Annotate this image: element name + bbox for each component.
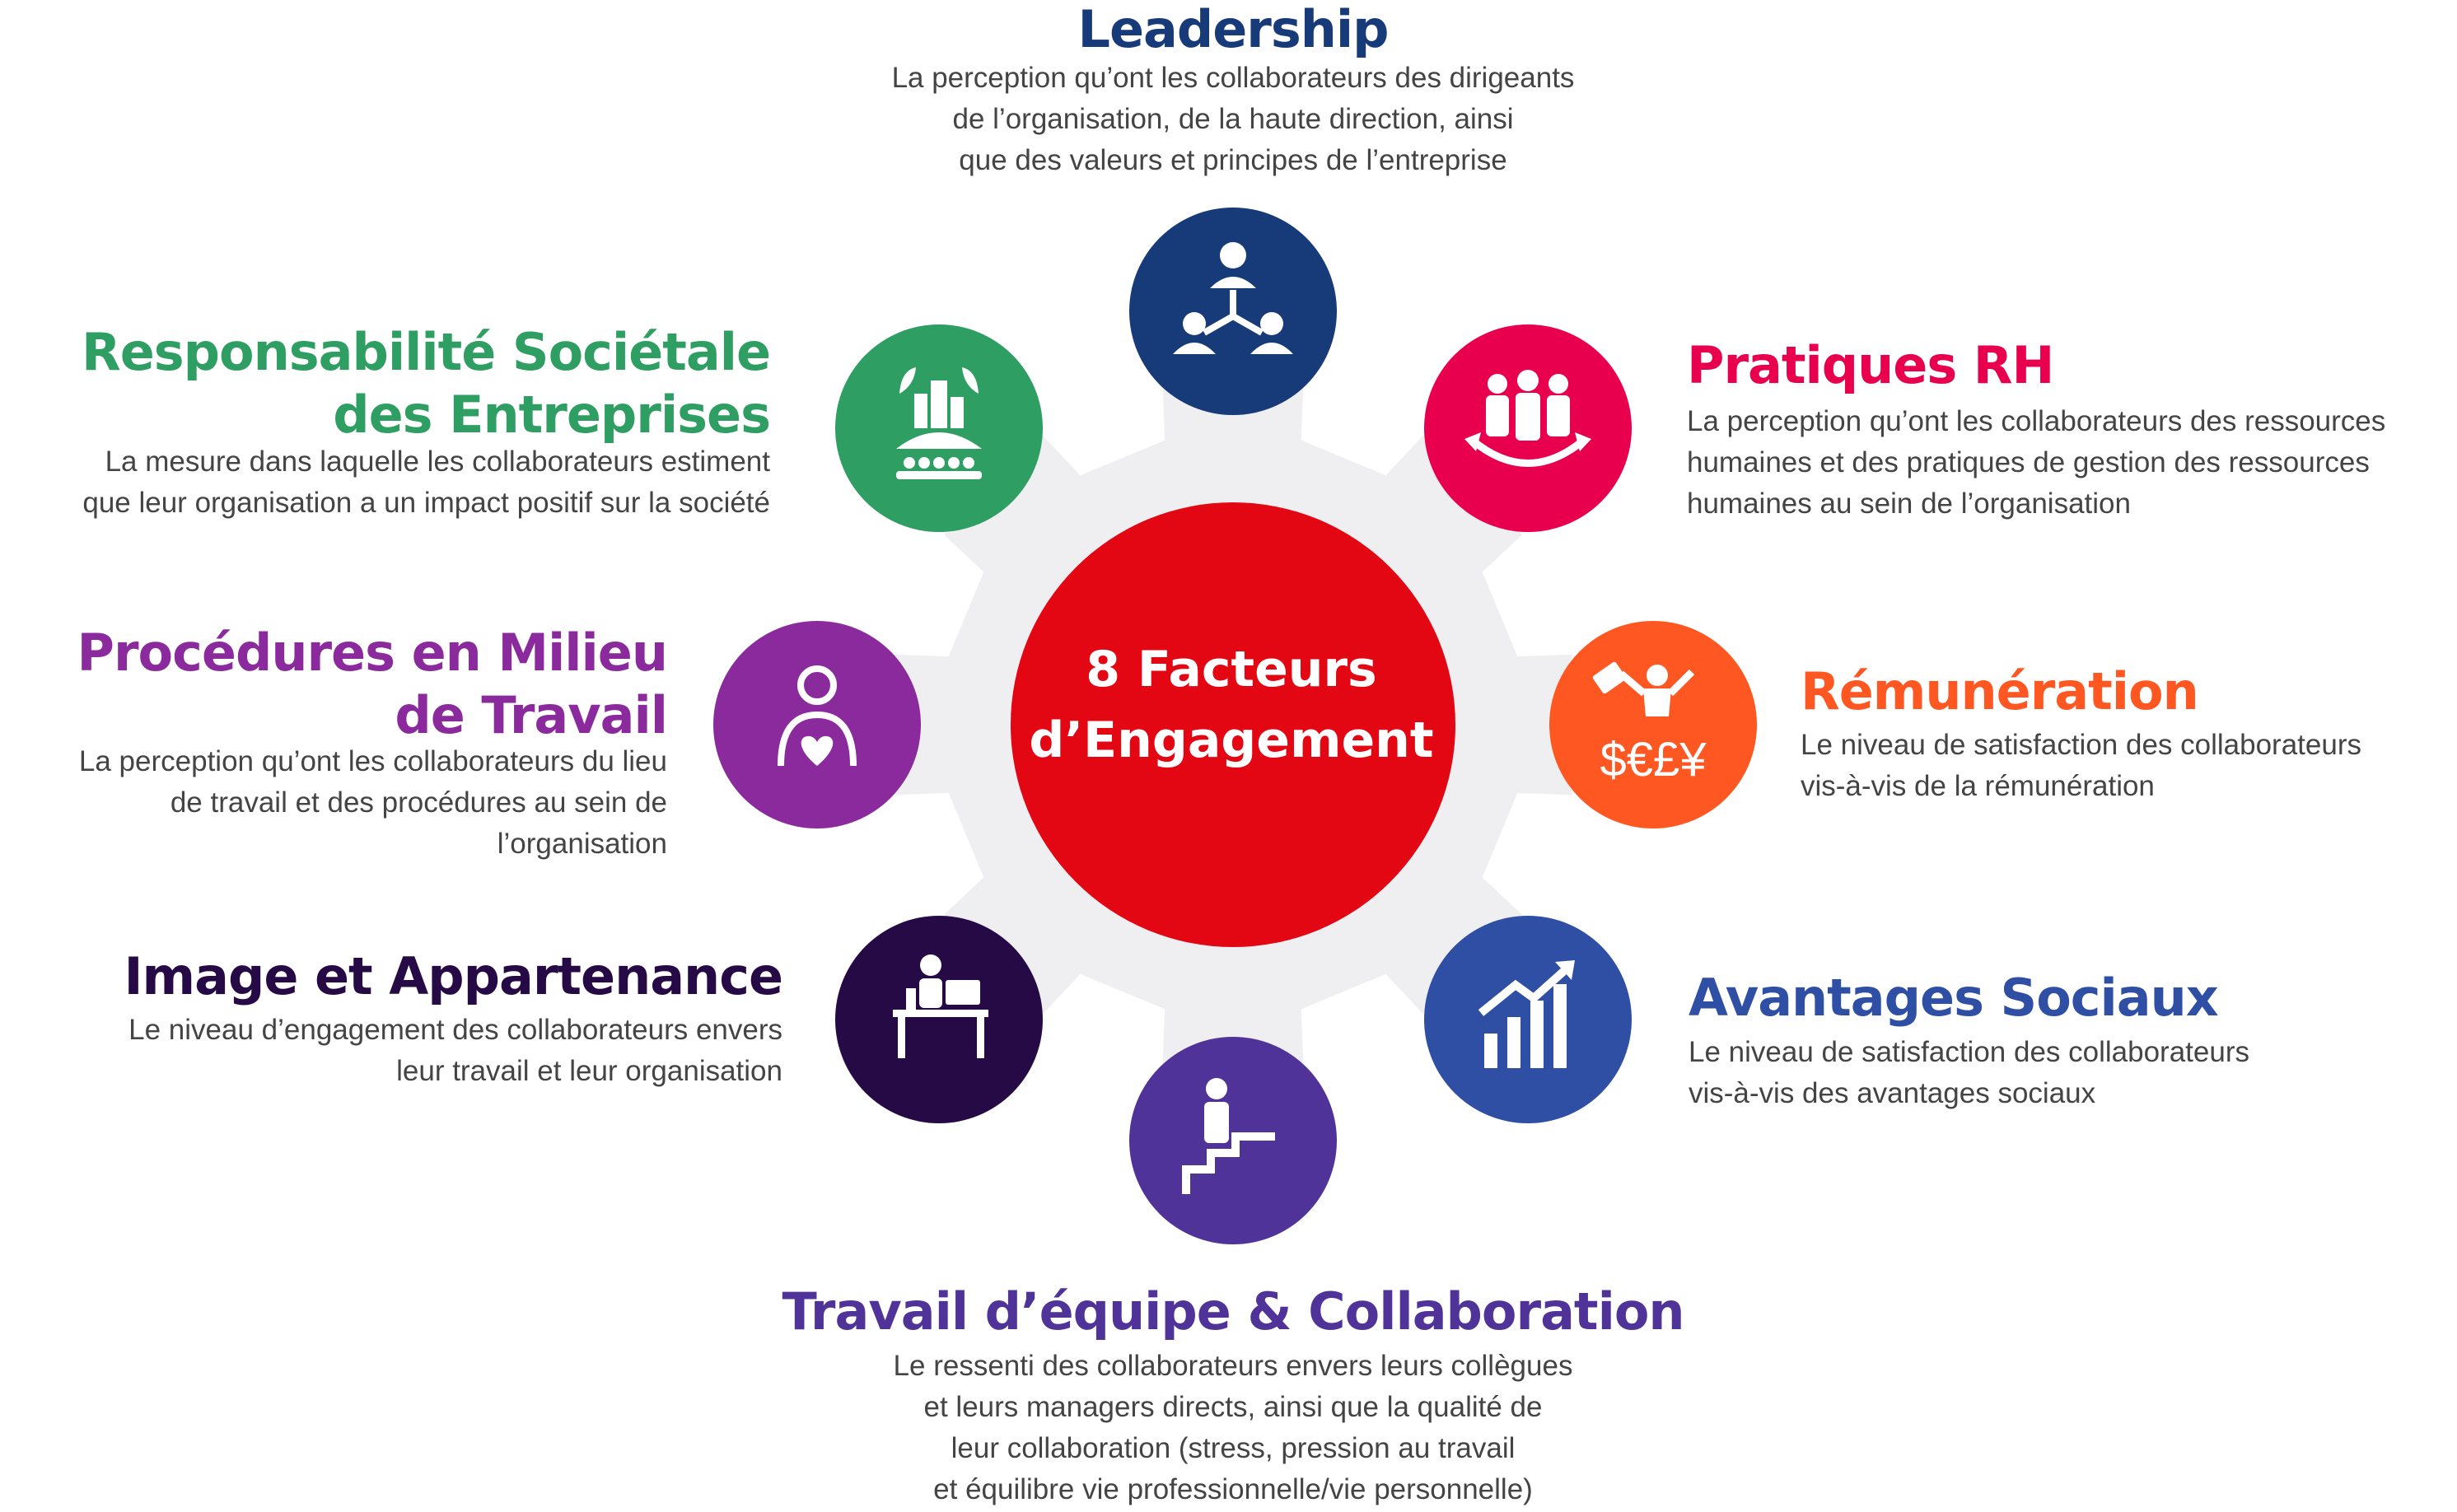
factor-circle-leadership [1129, 208, 1337, 415]
org-hierarchy-icon [1173, 242, 1293, 354]
factor-title-remuneration: Rémunération [1801, 661, 2199, 721]
desc-line: de l’organisation, de la haute direction… [952, 103, 1514, 135]
desc-line: que des valeurs et principes de l’entrep… [959, 144, 1507, 176]
factor-desc-equipe: Le ressenti des collaborateurs envers le… [780, 1346, 1686, 1510]
desc-line: et leurs managers directs, ainsi que la … [923, 1391, 1543, 1423]
factor-title-equipe: Travail d’équipe & Collaboration [782, 1281, 1684, 1342]
center-label-line-2: d’Engagement [1029, 712, 1434, 769]
desc-line: Le niveau d’engagement des collaborateur… [128, 1014, 782, 1046]
factor-circle-rh [1424, 324, 1632, 532]
desc-line: Le niveau de satisfaction des collaborat… [1689, 1036, 2249, 1068]
factor-circle-avantages [1424, 916, 1632, 1123]
desc-line: Le ressenti des collaborateurs envers le… [893, 1350, 1573, 1382]
factor-desc-rse: La mesure dans laquelle les collaborateu… [0, 441, 770, 524]
center-circle [1011, 502, 1455, 947]
desc-line: leur travail et leur organisation [396, 1055, 782, 1087]
factor-desc-image: Le niveau d’engagement des collaborateur… [16, 1010, 782, 1092]
currency-symbols: $€£¥ [1600, 733, 1707, 786]
desc-line: La perception qu’ont les collaborateurs … [1687, 405, 2386, 437]
title-line: des Entreprises [333, 385, 771, 445]
desc-line: La perception qu’ont les collaborateurs … [78, 745, 667, 777]
desc-line: Le niveau de satisfaction des collaborat… [1801, 729, 2361, 761]
factor-desc-remuneration: Le niveau de satisfaction des collaborat… [1801, 725, 2361, 807]
factor-circle-image [835, 916, 1043, 1123]
desc-line: que leur organisation a un impact positi… [82, 487, 770, 519]
desc-line: La mesure dans laquelle les collaborateu… [105, 446, 770, 478]
team-cycle-icon [1464, 370, 1591, 467]
desc-line: La perception qu’ont les collaborateurs … [891, 62, 1575, 94]
factor-title-rh: Pratiques RH [1687, 335, 2054, 395]
factor-circle-remuneration: $€£¥ [1549, 621, 1757, 828]
factor-title-leadership: Leadership [1077, 0, 1389, 59]
factor-circle-rse [835, 324, 1043, 532]
growth-chart-icon [1478, 960, 1575, 1068]
factor-circle-procedures [713, 621, 921, 828]
factor-title-image: Image et Appartenance [124, 946, 783, 1006]
factor-title-procedures: Procédures en Milieu de Travail [16, 622, 668, 747]
stairs-person-icon [1182, 1078, 1275, 1194]
person-heart-icon [778, 665, 857, 767]
eco-city-icon [896, 367, 982, 479]
desc-line: humaines au sein de l’organisation [1687, 488, 2131, 520]
title-line: de Travail [395, 685, 668, 745]
title-line: Procédures en Milieu [77, 623, 668, 683]
center-label-line-1: 8 Facteurs [1086, 641, 1377, 698]
title-line: Responsabilité Sociétale [81, 322, 771, 382]
factor-circle-equipe [1129, 1037, 1337, 1244]
center-label: 8 Facteurs d’Engagement [1017, 634, 1446, 776]
desc-line: vis-à-vis de la rémunération [1801, 770, 2155, 802]
factor-desc-avantages: Le niveau de satisfaction des collaborat… [1689, 1032, 2249, 1114]
desk-worker-icon [893, 954, 988, 1058]
desc-line: et équilibre vie professionnelle/vie per… [933, 1473, 1533, 1505]
money-currencies-icon: $€£¥ [1592, 661, 1707, 786]
desc-line: l’organisation [497, 828, 667, 860]
factor-desc-procedures: La perception qu’ont les collaborateurs … [8, 741, 667, 865]
factor-title-avantages: Avantages Sociaux [1689, 968, 2219, 1028]
factor-desc-leadership: La perception qu’ont les collaborateurs … [821, 58, 1645, 181]
desc-line: vis-à-vis des avantages sociaux [1689, 1077, 2096, 1109]
desc-line: leur collaboration (stress, pression au … [951, 1432, 1516, 1464]
factor-desc-rh: La perception qu’ont les collaborateurs … [1687, 401, 2385, 525]
desc-line: humaines et des pratiques de gestion des… [1687, 446, 2370, 478]
desc-line: de travail et des procédures au sein de [170, 786, 667, 819]
factor-title-rse: Responsabilité Sociétale des Entreprises [16, 321, 771, 446]
